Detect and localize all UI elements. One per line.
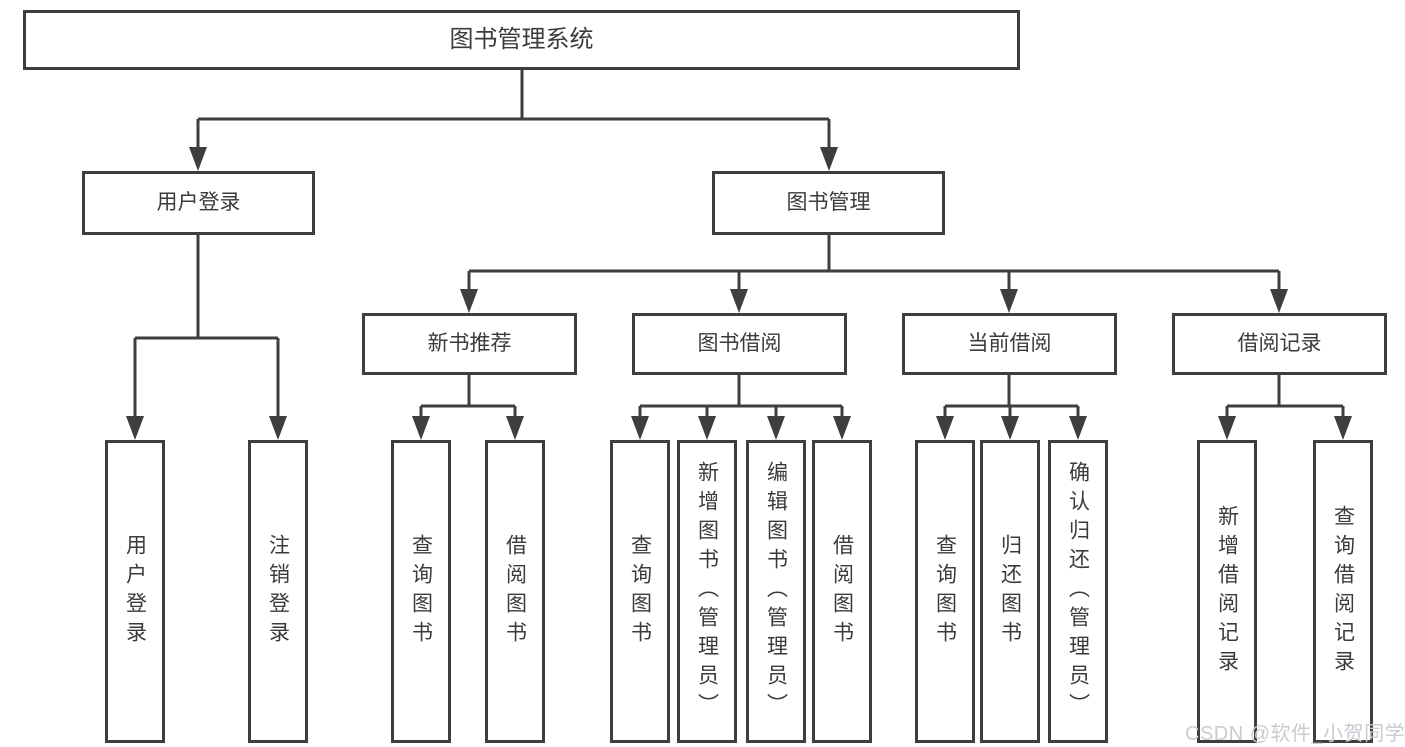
leaf-return-book: 归还图书: [980, 440, 1040, 743]
connector-user-login-to-leaves: [126, 235, 287, 440]
leaf-query-books-current: 查询图书: [915, 440, 975, 743]
csdn-watermark: CSDN @软件_小贺同学: [1185, 723, 1405, 745]
leaf-query-books-borrow: 查询图书: [610, 440, 670, 743]
connector-current-borrow-to-leaves: [936, 375, 1087, 440]
node-book-borrow: 图书借阅: [632, 313, 847, 375]
node-new-book-recommend: 新书推荐: [362, 313, 577, 375]
connector-book-management-to-level3: [460, 235, 1288, 313]
node-user-login: 用户登录: [82, 171, 315, 235]
leaf-edit-book-admin: 编辑图书（管理员）: [746, 440, 806, 743]
leaf-add-book-admin: 新增图书（管理员）: [677, 440, 737, 743]
connector-book-borrow-to-leaves: [631, 375, 851, 440]
leaf-add-borrow-record: 新增借阅记录: [1197, 440, 1257, 743]
leaf-user-login: 用户登录: [105, 440, 165, 743]
connector-root-to-level2: [189, 70, 838, 171]
connector-new-book-recommend-to-leaves: [412, 375, 524, 440]
leaf-query-borrow-record: 查询借阅记录: [1313, 440, 1373, 743]
leaf-query-books-recommend: 查询图书: [391, 440, 451, 743]
leaf-borrow-books: 借阅图书: [812, 440, 872, 743]
node-book-management: 图书管理: [712, 171, 945, 235]
leaf-borrow-books-recommend: 借阅图书: [485, 440, 545, 743]
node-current-borrow: 当前借阅: [902, 313, 1117, 375]
leaf-confirm-return-admin: 确认归还（管理员）: [1048, 440, 1108, 743]
connector-borrow-records-to-leaves: [1218, 375, 1352, 440]
node-borrow-records: 借阅记录: [1172, 313, 1387, 375]
node-root: 图书管理系统: [23, 10, 1020, 70]
leaf-logout: 注销登录: [248, 440, 308, 743]
